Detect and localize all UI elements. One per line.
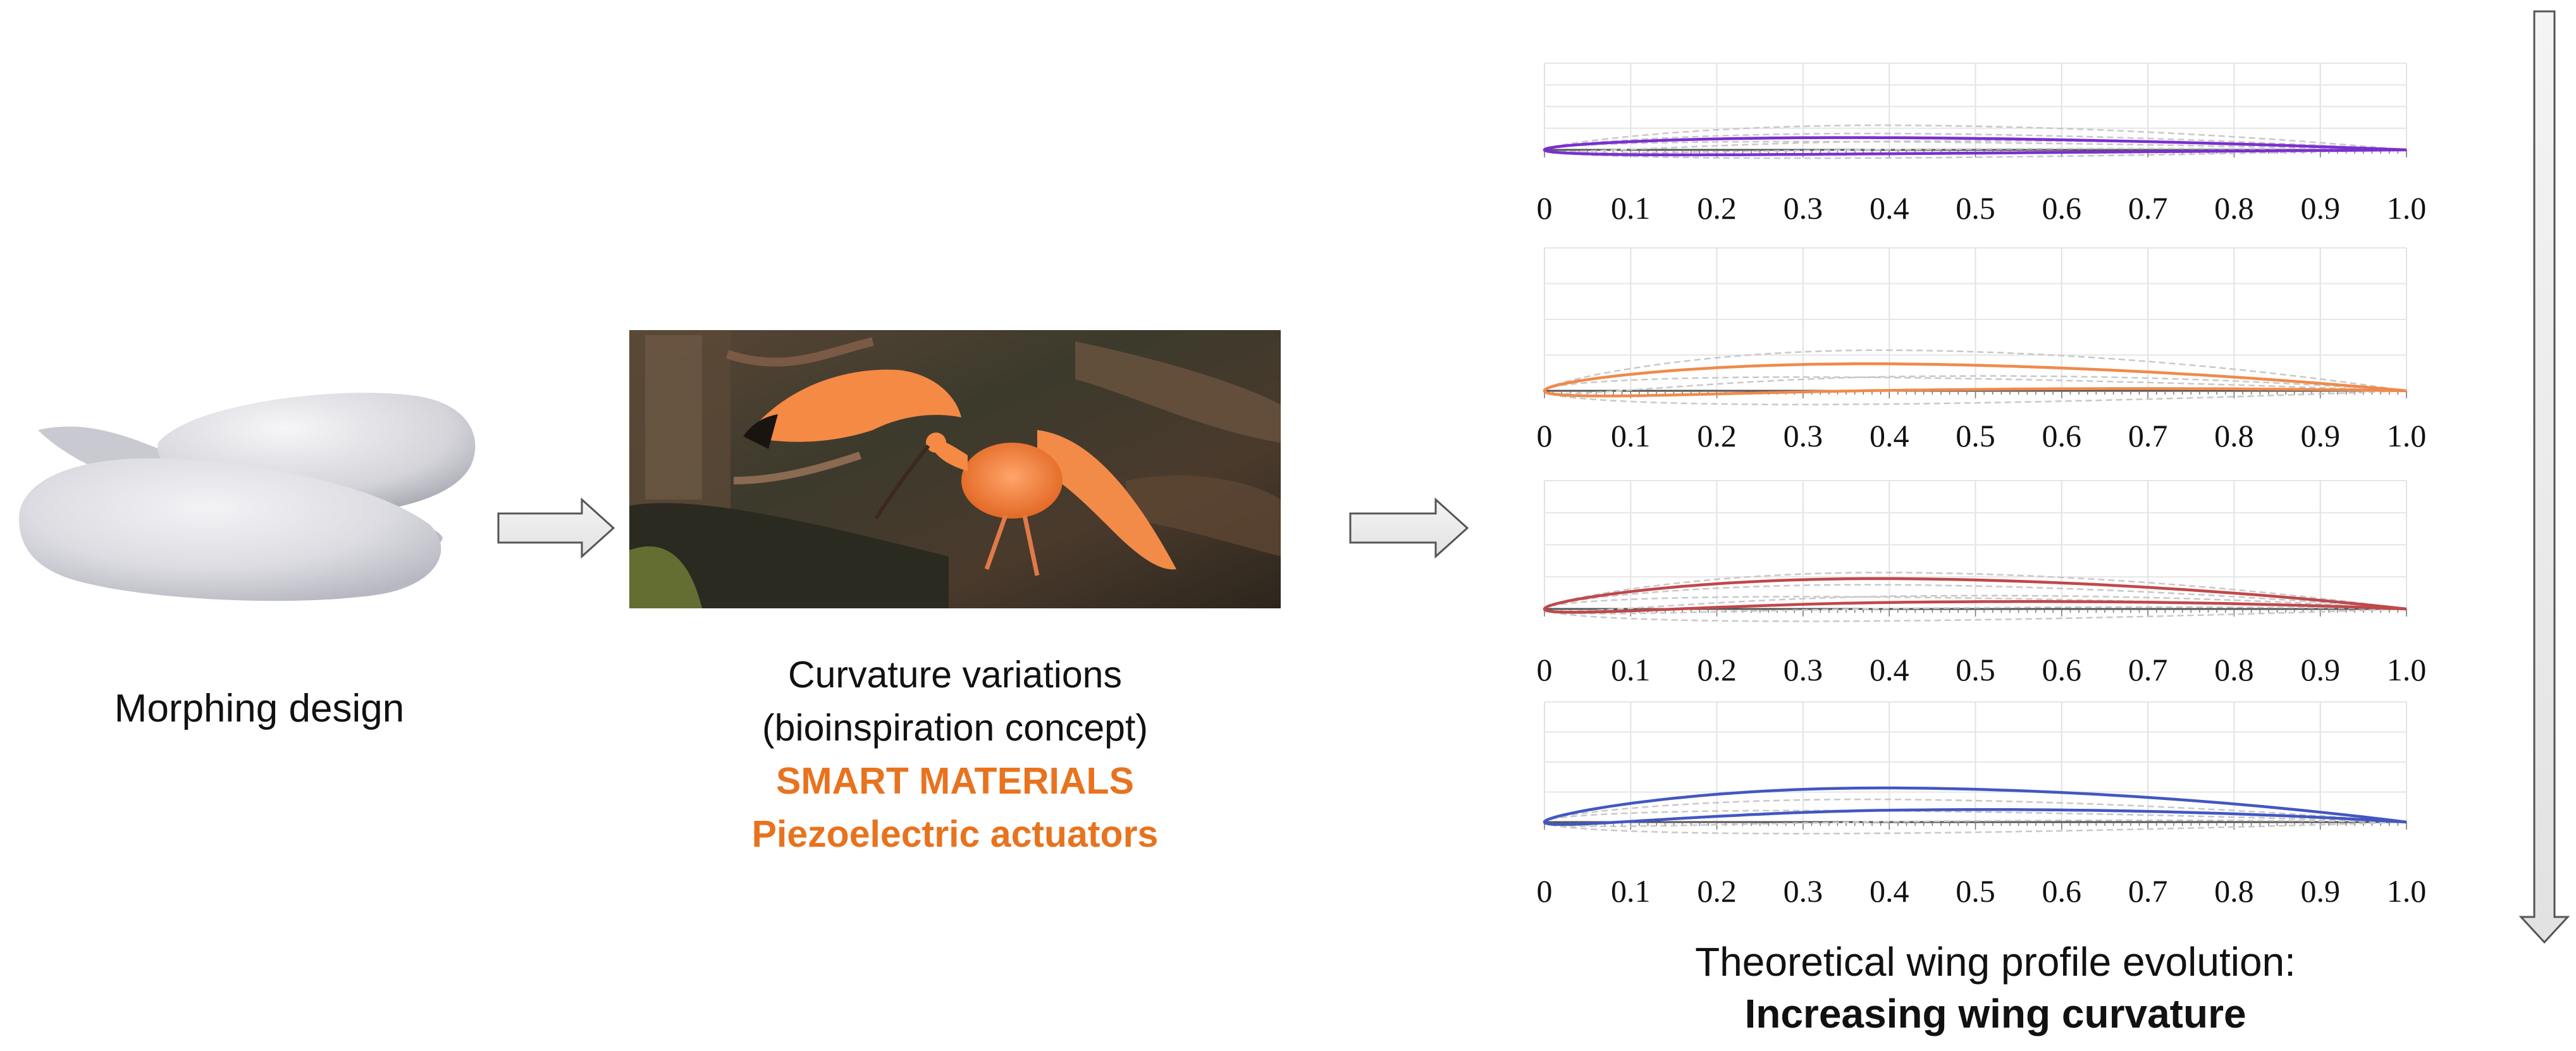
axis-tick-label: 0.2: [1697, 873, 1737, 909]
increasing-curvature-label: Increasing wing curvature: [1744, 991, 2246, 1036]
axis-tick-label: 0.8: [2214, 418, 2254, 453]
axis-tick-label: 1.0: [2386, 873, 2427, 909]
reference-profile: [1543, 124, 2407, 152]
axis-tick-label: 0.8: [2214, 873, 2254, 909]
reference-profile: [1543, 140, 2407, 159]
morphing-design-label: Morphing design: [114, 687, 405, 730]
axis-tick-label: 0: [1536, 418, 1553, 453]
wing-profile-panel: [1543, 480, 2407, 622]
bioinspiration-caption: Curvature variations (bioinspiration con…: [670, 648, 1240, 861]
axis-tick-label: 0.3: [1783, 873, 1823, 909]
axis-tick-label: 1.0: [2386, 418, 2427, 453]
morphing-model-upper-wing: [157, 393, 476, 513]
axis-tick-label: 0.9: [2300, 873, 2340, 909]
right-arrow-icon: [1349, 497, 1469, 559]
axis-tick-label: 0.8: [2214, 190, 2254, 226]
wing-profile-curve: [1543, 577, 2407, 614]
axis-tick-label: 0: [1536, 652, 1553, 687]
axis-tick-label: 0.4: [1869, 652, 1909, 687]
curvature-variations-label: Curvature variations: [788, 654, 1122, 696]
profile-evolution-title: Theoretical wing profile evolution:: [1695, 939, 2296, 985]
axis-tick-label: 0.6: [2042, 873, 2082, 909]
morphing-model-main-wing: [19, 458, 441, 601]
axis-tick-label: 0.5: [1956, 652, 1995, 687]
axis-tick-label: 0.2: [1697, 418, 1737, 453]
axis-tick-label: 0: [1536, 190, 1553, 226]
axis-tick-label: 0.9: [2300, 418, 2340, 453]
axis-tick-label: 0.2: [1697, 652, 1737, 687]
reference-profile: [1543, 572, 2407, 613]
scarlet-ibis-photo: [629, 330, 1281, 608]
wing-profile-panel: [1543, 701, 2407, 835]
wing-profile-curve: [1543, 786, 2407, 827]
piezoelectric-actuators-label: Piezoelectric actuators: [751, 813, 1159, 855]
reference-profile: [1543, 798, 2407, 828]
reference-profile: [1543, 809, 2407, 835]
axis-tick-label: 1.0: [2386, 190, 2427, 226]
reference-profile: [1543, 376, 2407, 405]
axis-tick-label: 0.9: [2300, 652, 2340, 687]
axis-tick-label: 0.5: [1956, 873, 1995, 909]
morphing-model-tail: [38, 426, 443, 563]
axis-tick-label: 0.5: [1956, 418, 1995, 453]
reference-profile: [1543, 584, 2407, 615]
reference-profile: [1543, 596, 2407, 622]
reference-profile: [1543, 132, 2407, 154]
axis-tick-label: 0.7: [2128, 652, 2168, 687]
reference-profile: [1543, 349, 2407, 395]
axis-tick-label: 0.6: [2042, 652, 2082, 687]
axis-tick-label: 0.1: [1611, 652, 1651, 687]
axis-tick-label: 0.9: [2300, 190, 2340, 226]
axis-tick-label: 0.3: [1783, 418, 1823, 453]
axis-tick-label: 0.5: [1956, 190, 1995, 226]
axis-tick-label: 1.0: [2386, 652, 2427, 687]
axis-tick-label: 0.6: [2042, 418, 2082, 453]
right-arrow-icon: [497, 497, 615, 559]
axis-tick-label: 0.1: [1611, 190, 1651, 226]
axis-tick-label: 0.1: [1611, 873, 1651, 909]
smart-materials-label: SMART MATERIALS: [776, 760, 1134, 802]
axis-tick-label: 0.4: [1869, 418, 1909, 453]
wing-profile-panel: [1543, 63, 2407, 159]
down-arrow-icon: [2518, 10, 2570, 944]
wing-profile-curve: [1543, 136, 2407, 157]
axis-tick-label: 0.8: [2214, 652, 2254, 687]
axis-tick-label: 0.7: [2128, 873, 2168, 909]
axis-tick-label: 0.3: [1783, 190, 1823, 226]
morphing-design-caption: Morphing design: [25, 686, 493, 731]
axis-tick-label: 0.1: [1611, 418, 1651, 453]
axis-tick-label: 0.2: [1697, 190, 1737, 226]
profile-evolution-caption: Theoretical wing profile evolution: Incr…: [1543, 936, 2448, 1040]
axis-tick-label: 0.6: [2042, 190, 2082, 226]
axis-tick-label: 0.3: [1783, 652, 1823, 687]
wing-profile-curve: [1543, 362, 2407, 398]
axis-tick-label: 0.4: [1869, 190, 1909, 226]
wing-profile-panel: [1543, 247, 2407, 405]
axis-tick-label: 0.4: [1869, 873, 1909, 909]
axis-tick-label: 0.7: [2128, 418, 2168, 453]
axis-tick-label: 0: [1536, 873, 1553, 909]
bioinspiration-concept-label: (bioinspiration concept): [762, 707, 1148, 749]
axis-tick-label: 0.7: [2128, 190, 2168, 226]
